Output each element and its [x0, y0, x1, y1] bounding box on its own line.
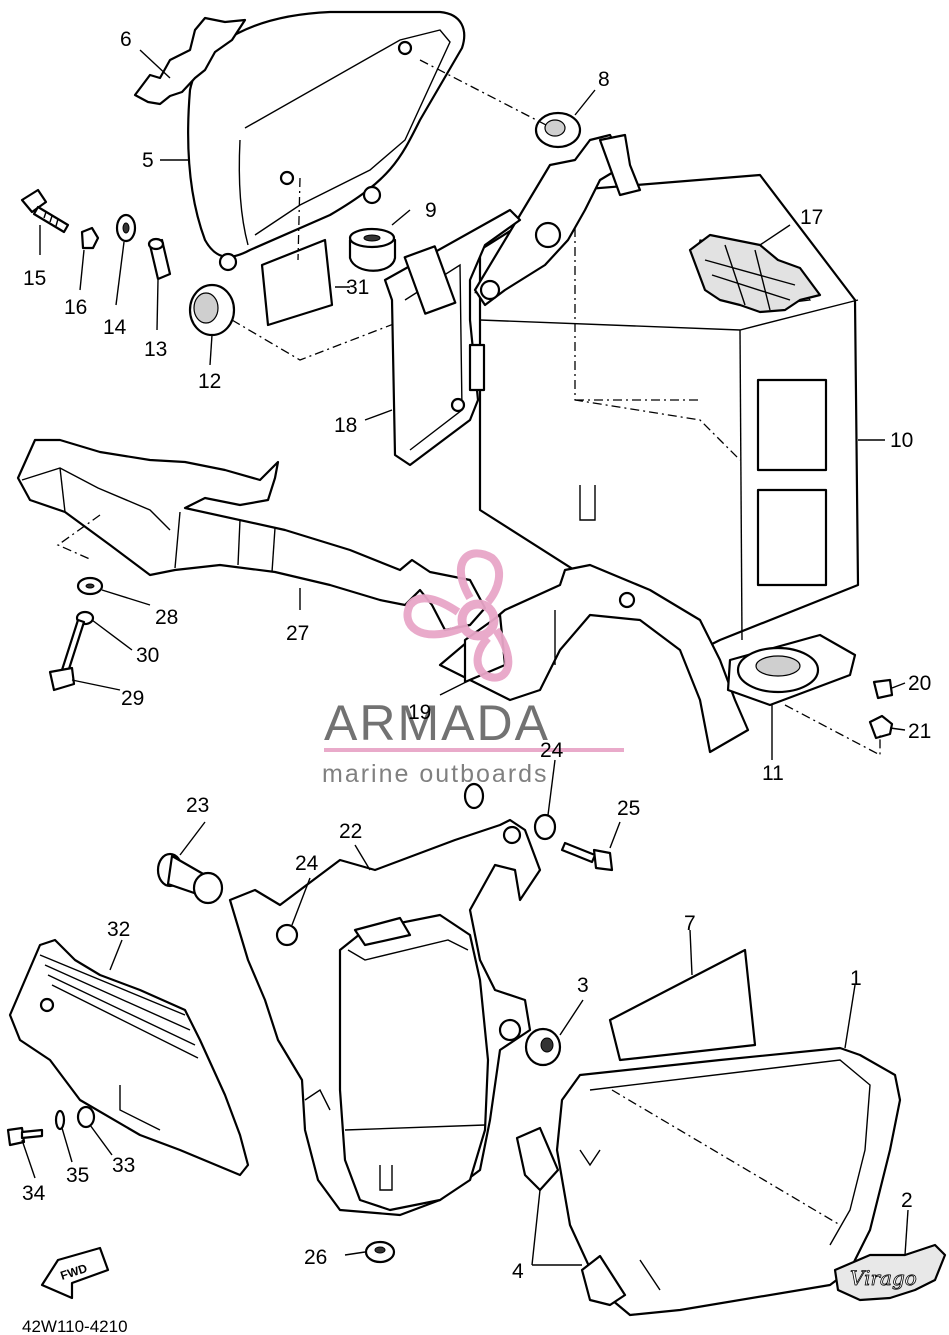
callout-5: 5 [142, 149, 154, 172]
callout-10: 10 [890, 429, 913, 452]
part-3-grommet [524, 1027, 562, 1067]
fwd-arrow: FWD [40, 1246, 110, 1300]
part-29-bolt [48, 618, 86, 692]
part-14-washer [115, 213, 137, 243]
callout-29: 29 [121, 687, 144, 710]
part-7-pad [608, 948, 757, 1062]
callout-9: 9 [425, 199, 437, 222]
part-27-bracket [16, 438, 487, 632]
emblem-text: Virago [850, 1266, 917, 1290]
part-9-grommet [348, 227, 397, 272]
part-35-washer [54, 1109, 66, 1131]
callout-24-lower: 24 [295, 852, 319, 875]
part-6-bracket [133, 16, 247, 106]
part-34-bolt [6, 1126, 44, 1147]
callout-8: 8 [598, 68, 610, 91]
watermark-rule [324, 748, 624, 752]
callout-1: 1 [850, 967, 862, 990]
callout-20: 20 [908, 672, 931, 695]
callout-33: 33 [112, 1154, 135, 1177]
callout-14: 14 [103, 316, 127, 339]
part-22-case [228, 818, 542, 1217]
part-28-nut [76, 576, 104, 596]
callout-32: 32 [107, 918, 130, 941]
callout-4: 4 [512, 1260, 524, 1283]
callout-24-upper: 24 [540, 739, 564, 762]
watermark-brand: ARMADA [324, 695, 550, 751]
callout-3: 3 [577, 974, 589, 997]
callout-23: 23 [186, 794, 209, 817]
part-15-bolt [20, 188, 70, 234]
part-24-washer [463, 782, 557, 841]
part-5-side-cover [187, 10, 466, 272]
callout-15: 15 [23, 267, 46, 290]
part-23-bolt [156, 852, 224, 905]
part-18-bracket [383, 208, 522, 467]
part-2-emblem: Virago [833, 1243, 947, 1302]
callout-16: 16 [64, 296, 87, 319]
part-25-bolt [560, 841, 614, 872]
callout-19: 19 [408, 701, 431, 724]
callout-27: 27 [286, 622, 309, 645]
part-12-grommet [188, 283, 236, 337]
callout-35: 35 [66, 1164, 89, 1187]
watermark-tagline: marine outboards [322, 760, 549, 788]
callout-12: 12 [198, 370, 221, 393]
part-21-nut [868, 714, 894, 740]
watermark-propeller-icon [403, 549, 513, 682]
part-13-collar [147, 237, 172, 281]
part-33-washer [76, 1105, 96, 1129]
callout-34: 34 [22, 1182, 46, 1205]
callout-21: 21 [908, 720, 931, 743]
callout-28: 28 [155, 606, 178, 629]
callouts: 1 2 3 4 5 6 7 8 9 10 11 12 13 14 15 16 1… [22, 28, 931, 1283]
callout-22: 22 [339, 820, 362, 843]
part-20-bolt [872, 678, 894, 700]
part-1-side-cover [555, 1046, 902, 1317]
part-11-grommet [726, 633, 857, 707]
diagram-code: 42W110-4210 [22, 1317, 128, 1335]
part-32-cover [8, 938, 250, 1177]
watermark: ARMADA marine outboards [322, 549, 624, 788]
callout-7: 7 [684, 912, 696, 935]
part-17-foam [688, 233, 822, 314]
callout-6: 6 [120, 28, 132, 51]
part-4-damper [515, 1126, 627, 1307]
callout-13: 13 [144, 338, 167, 361]
leader-lines [21, 49, 909, 1266]
callout-31: 31 [346, 276, 369, 299]
callout-11: 11 [762, 762, 784, 785]
callout-18: 18 [334, 414, 357, 437]
callout-25: 25 [617, 797, 640, 820]
part-31-gasket [260, 238, 334, 327]
callout-17: 17 [800, 206, 823, 229]
part-16-nut [80, 226, 100, 250]
callout-26: 26 [304, 1246, 327, 1269]
part-26-grommet [364, 1240, 396, 1264]
part-8-grommet [534, 111, 582, 149]
callout-2: 2 [901, 1189, 913, 1212]
callout-30: 30 [136, 644, 159, 667]
